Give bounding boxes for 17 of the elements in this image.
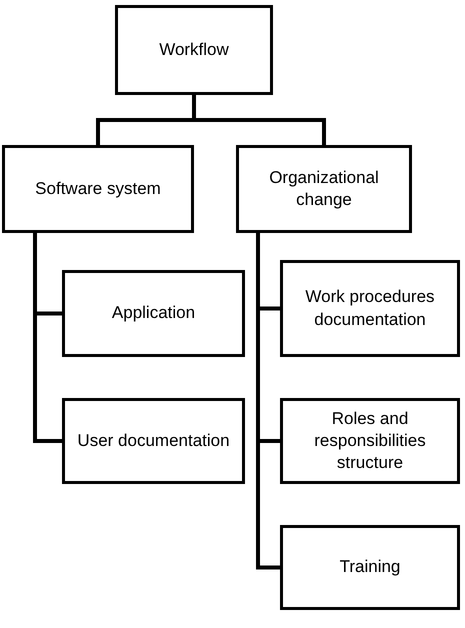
box-label: Software system (34, 178, 162, 200)
box-label: Application (110, 302, 196, 324)
process-box (2, 145, 194, 233)
process-box (62, 398, 245, 484)
process-box (280, 398, 460, 484)
process-box (280, 260, 460, 357)
box-label: Training (338, 556, 402, 578)
box-label: User documentation (76, 430, 231, 452)
process-box (236, 145, 412, 233)
box-label: Workflow (158, 38, 230, 61)
process-box (280, 525, 460, 610)
process-box (115, 5, 273, 95)
box-label: Work procedures documentation (304, 286, 436, 330)
process-box (62, 270, 245, 357)
connector-line (256, 233, 280, 570)
box-label: Roles and responsibilities structure (313, 408, 427, 474)
box-label: Organizational change (268, 166, 380, 211)
